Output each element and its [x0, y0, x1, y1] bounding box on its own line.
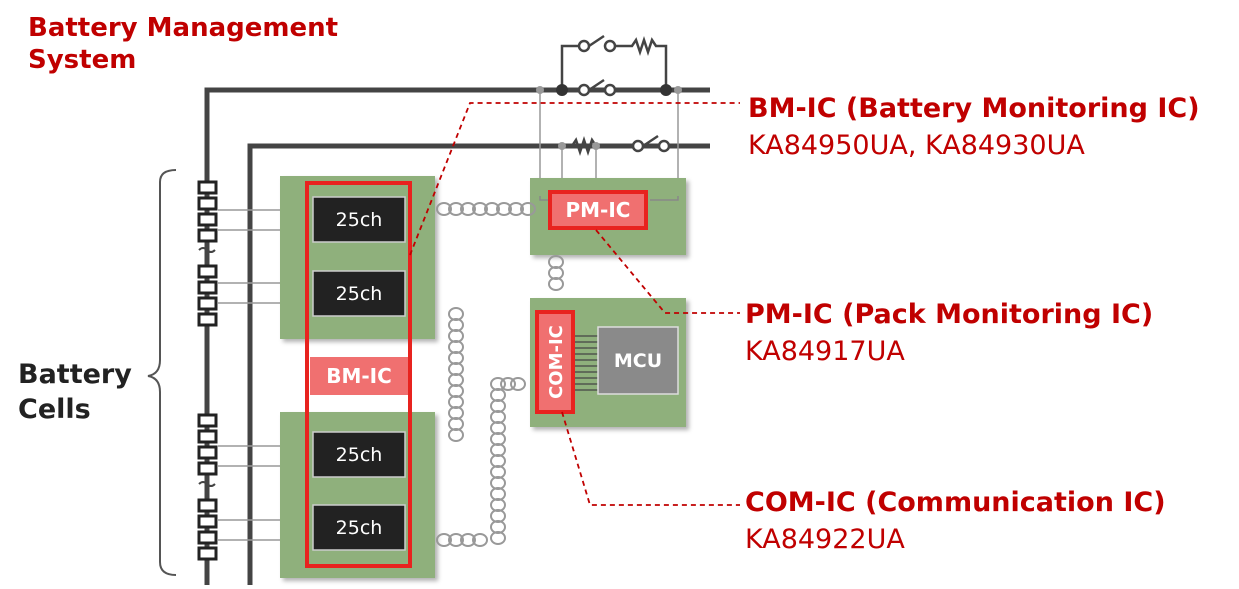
battery-cells-label: Battery Cells — [18, 357, 132, 427]
diagram-title-line1: Battery Management — [28, 13, 339, 43]
chain-link-43 — [460, 533, 476, 547]
chain-link-8 — [520, 202, 536, 216]
bm-ic-highlight-frame — [305, 181, 412, 568]
bm-chip-1-label: 25ch — [336, 209, 383, 231]
daisy-chain-links — [436, 202, 564, 547]
chain-link-38 — [490, 531, 506, 545]
bm-chip-2-label: 25ch — [336, 283, 383, 305]
battery-cell-stack — [197, 180, 218, 580]
chain-link-7 — [508, 202, 524, 216]
pm-ic-callout-parts: KA84917UA — [745, 336, 905, 367]
bm-ic-label-band — [310, 357, 408, 395]
com-ic-label: COM-IC — [546, 325, 567, 399]
bm-ic-callout-parts: KA84950UA, KA84930UA — [748, 130, 1085, 161]
battery-cells-label-line1: Battery — [18, 359, 132, 390]
battery-cell-7 — [197, 296, 218, 311]
battery-cells-brace — [147, 169, 177, 576]
battery-cell-10 — [197, 429, 218, 444]
com-ic-callout-parts: KA84922UA — [745, 524, 905, 555]
bm-chip-3-label: 25ch — [336, 444, 383, 466]
chain-link-3 — [460, 202, 476, 216]
battery-cell-2 — [197, 196, 218, 211]
diagram-title-line2: System — [28, 45, 137, 75]
top-switch-network — [560, 34, 671, 156]
chain-link-6 — [496, 202, 512, 216]
chain-link-40 — [510, 377, 526, 391]
battery-cell-15 — [197, 530, 218, 545]
chain-link-41 — [436, 533, 452, 547]
battery-cell-3 — [197, 212, 218, 227]
bm-chip-4-label: 25ch — [336, 517, 383, 539]
chain-link-11 — [548, 277, 564, 291]
com-mcu-bus — [575, 335, 598, 391]
battery-cell-5 — [197, 264, 218, 279]
bm-chip-1 — [312, 196, 406, 243]
cell-break-mark-1 — [198, 247, 216, 253]
chain-link-4 — [472, 202, 488, 216]
bm-chip-4 — [312, 504, 406, 551]
diagram-title: Battery Management System — [28, 12, 338, 76]
mcu-chip — [597, 326, 679, 395]
battery-cell-9 — [197, 413, 218, 428]
pm-ic-chip — [548, 190, 648, 230]
callout-leaders — [409, 102, 740, 506]
bm-chip-2 — [312, 270, 406, 317]
chain-link-39 — [500, 377, 516, 391]
battery-cell-16 — [197, 546, 218, 561]
battery-cell-1 — [197, 180, 218, 195]
battery-cell-6 — [197, 280, 218, 295]
chain-link-1 — [436, 202, 452, 216]
bm-ic-label: BM-IC — [326, 364, 392, 388]
battery-cells-label-line2: Cells — [18, 394, 91, 425]
bm-chip-3 — [312, 431, 406, 478]
battery-cell-8 — [197, 312, 218, 327]
chain-link-2 — [448, 202, 464, 216]
pm-ic-label: PM-IC — [566, 198, 631, 222]
battery-cell-11 — [197, 445, 218, 460]
chain-link-44 — [472, 533, 488, 547]
chain-link-42 — [448, 533, 464, 547]
chain-link-23 — [448, 428, 464, 442]
pm-ic-callout-title: PM-IC (Pack Monitoring IC) — [745, 299, 1154, 330]
mcu-label: MCU — [614, 350, 662, 372]
battery-cell-12 — [197, 461, 218, 476]
bm-ic-callout-title: BM-IC (Battery Monitoring IC) — [748, 93, 1200, 124]
battery-cell-4 — [197, 228, 218, 243]
cell-break-mark-2 — [198, 481, 216, 487]
battery-cell-13 — [197, 498, 218, 513]
pm-connect-lines — [539, 196, 679, 201]
com-ic-chip — [535, 310, 575, 414]
chain-link-5 — [484, 202, 500, 216]
com-ic-callout-title: COM-IC (Communication IC) — [745, 487, 1166, 518]
battery-cell-14 — [197, 514, 218, 529]
